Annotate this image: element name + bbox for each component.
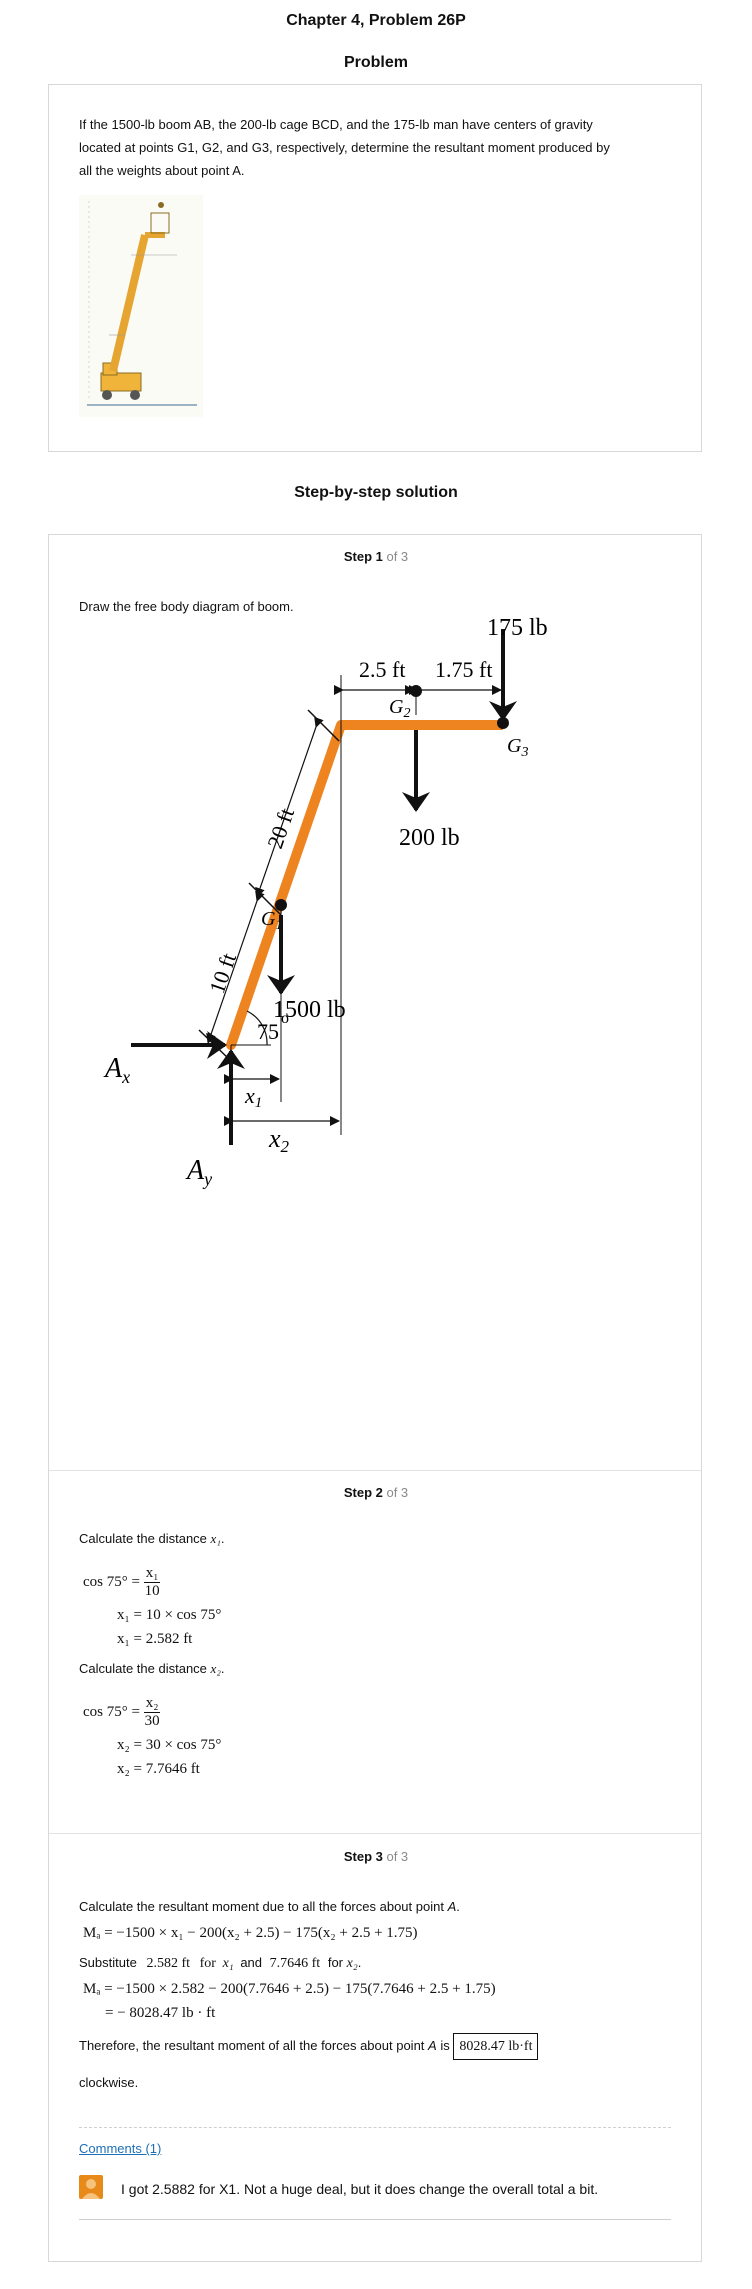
force-175-label: 175 lb [487, 615, 548, 641]
subst-for: for [199, 1956, 216, 1971]
label-x2-sub: 2 [281, 1137, 290, 1156]
force-200-label: 200 lb [399, 825, 460, 851]
calc-text: Calculate the distance [79, 1531, 207, 1546]
step-divider [49, 1470, 701, 1471]
subst-var-2: x₂ [346, 1956, 358, 1971]
subst-for: for [327, 1955, 343, 1970]
label-ax: A [103, 1053, 123, 1084]
comment-bottom-divider [79, 2219, 671, 2220]
label-ay: A [185, 1155, 205, 1186]
point-label: A [447, 1899, 457, 1914]
x2-equation-3: x₂ = 7.7646 ft [117, 1761, 200, 1777]
denominator: 10 [144, 1583, 160, 1599]
subst-text: Substitute [79, 1955, 137, 1970]
svg-text:G2: G2 [389, 696, 410, 721]
step-3-heading: Step 3 of 3 [49, 1849, 703, 1864]
clockwise-text: clockwise. [79, 2075, 139, 2090]
subst-and: and [240, 1955, 263, 1970]
eq-lhs: cos 75° = [83, 1703, 140, 1720]
problem-heading: Problem [343, 54, 408, 71]
comments-divider [79, 2127, 671, 2128]
svg-text:Ay: Ay [185, 1155, 212, 1189]
label-g1-sub: 1 [275, 918, 282, 933]
step-3-intro: Calculate the resultant moment due to al… [79, 1899, 460, 1914]
label-g2-sub: 2 [403, 706, 410, 721]
svg-text:G3: G3 [507, 735, 528, 760]
point-label: A [428, 2038, 437, 2053]
step-1-text: Draw the free body diagram of boom. [79, 599, 294, 614]
svg-text:G1: G1 [261, 908, 282, 933]
x1-equation-2: x₁ = 10 × cos 75° [117, 1607, 222, 1623]
step-label: Step 1 [343, 549, 383, 564]
angle-label: 75 [257, 1019, 279, 1044]
label-g3-sub: 3 [520, 745, 528, 760]
problem-text: If the 1500-lb boom AB, the 200-lb cage … [79, 113, 679, 182]
label-x1-sub: 1 [255, 1095, 263, 1111]
x1-equation-3: x₁ = 2.582 ft [117, 1631, 193, 1647]
step-label: Step 2 [343, 1485, 383, 1500]
step-count: of 3 [382, 1849, 409, 1864]
subst-var-1: x₁ [222, 1956, 234, 1971]
result-line: Therefore, the resultant moment of all t… [79, 2033, 679, 2060]
moment-equation-3: = − 8028.47 lb · ft [105, 2005, 216, 2021]
svg-text:x2: x2 [268, 1124, 290, 1156]
comment-text: I got 2.5882 for X1. Not a huge deal, bu… [121, 2181, 599, 2197]
answer-box: 8028.47 lb·ft [453, 2033, 539, 2060]
substitute-line: Substitute 2.582 ft for x₁ and 7.7646 ft… [79, 1955, 362, 1971]
free-body-diagram: 2.5 ft 1.75 ft 175 lb G3 G2 200 lb 20 ft… [103, 615, 548, 1189]
label-g3: G [507, 735, 522, 757]
label-x2: x [268, 1124, 281, 1153]
result-is: is [440, 2038, 450, 2053]
dim-2-5-ft: 2.5 ft [359, 657, 405, 682]
svg-text:x1: x1 [244, 1083, 262, 1111]
problem-panel: If the 1500-lb boom AB, the 200-lb cage … [48, 84, 702, 452]
label-g2: G [389, 696, 404, 718]
dim-20-ft: 20 ft [262, 805, 299, 852]
problem-text-line: all the weights about point A. [79, 163, 245, 178]
force-1500-label: 1500 lb [273, 997, 346, 1023]
numerator: x₂ [143, 1695, 161, 1713]
solution-panel: Step 1 of 3 Draw the free body diagram o… [48, 534, 702, 2262]
intro-text: Calculate the resultant moment due to al… [79, 1899, 444, 1914]
denominator: 30 [144, 1713, 160, 1729]
eq-lhs: cos 75° = [83, 1573, 140, 1590]
numerator: x₁ [143, 1565, 161, 1583]
subst-value-1: 2.582 ft [146, 1956, 191, 1971]
angle-degree: o [281, 1010, 289, 1027]
svg-text:Ax: Ax [103, 1053, 130, 1087]
problem-text-line: located at points G1, G2, and G3, respec… [79, 140, 610, 155]
comments-link[interactable]: Comments (1) [79, 2141, 162, 2156]
label-g1: G [261, 908, 276, 930]
step-2-text-x1: Calculate the distance x₁. [79, 1531, 225, 1546]
problem-figure [79, 195, 203, 417]
result-text: Therefore, the resultant moment of all t… [79, 2038, 425, 2053]
calc-text: Calculate the distance [79, 1661, 207, 1676]
step-2-heading: Step 2 of 3 [49, 1485, 703, 1500]
label-ay-sub: y [202, 1169, 212, 1189]
var-x1: x₁ [210, 1531, 221, 1546]
x2-equation-2: x₂ = 30 × cos 75° [117, 1737, 222, 1753]
subst-value-2: 7.7646 ft [269, 1956, 321, 1971]
step-label: Step 3 [343, 1849, 383, 1864]
label-x1: x [244, 1083, 255, 1108]
step-divider [49, 1833, 701, 1834]
user-avatar-icon [79, 2175, 103, 2199]
dim-1-75-ft: 1.75 ft [435, 657, 492, 682]
step-2-text-x2: Calculate the distance x₂. [79, 1661, 225, 1676]
problem-text-line: If the 1500-lb boom AB, the 200-lb cage … [79, 117, 593, 132]
step-count: of 3 [382, 1485, 409, 1500]
moment-equation-1: Mₐ = −1500 × x₁ − 200(x₂ + 2.5) − 175(x₂… [83, 1925, 418, 1941]
dim-10-ft: 10 ft [204, 950, 241, 997]
step-count: of 3 [382, 549, 409, 564]
var-x2: x₂ [210, 1661, 221, 1676]
step-1-heading: Step 1 of 3 [49, 549, 703, 564]
label-ax-sub: x [121, 1067, 130, 1087]
page-title: Chapter 4, Problem 26P [286, 12, 466, 29]
moment-equation-2: Mₐ = −1500 × 2.582 − 200(7.7646 + 2.5) −… [83, 1981, 496, 1997]
solution-heading: Step-by-step solution [294, 484, 458, 501]
